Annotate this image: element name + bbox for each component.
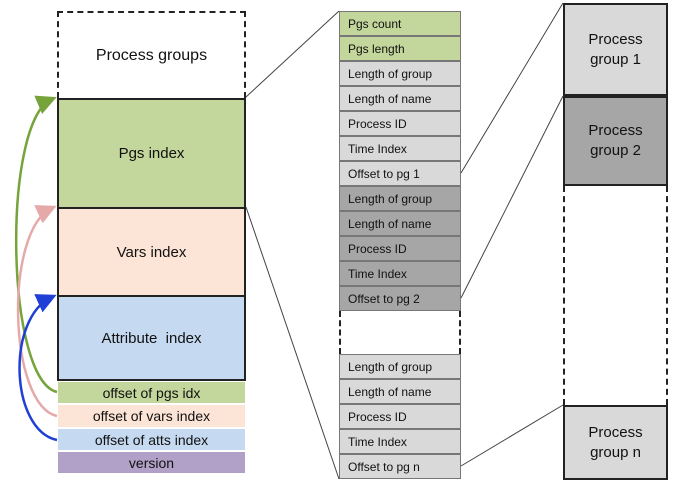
pg1-time-index-label: Time Index — [348, 141, 407, 156]
process-groups-block: Process groups — [57, 11, 246, 98]
attribute-index-label: Attribute index — [101, 329, 202, 347]
pgn-offset-label: Offset to pg n — [348, 459, 420, 474]
version-label: version — [128, 454, 175, 471]
vars-index-block: Vars index — [57, 207, 246, 295]
pgs-length-cell: Pgs length — [339, 36, 461, 61]
offset-vars-label: offset of vars index — [92, 408, 211, 424]
pgs-index-label: Pgs index — [118, 145, 185, 162]
pgn-time-index-label: Time Index — [348, 434, 407, 449]
pgn-time-index-cell: Time Index — [339, 429, 461, 454]
pgs-length-label: Pgs length — [348, 41, 405, 56]
pg2-length-of-name-cell: Length of name — [339, 211, 461, 236]
vars-index-label: Vars index — [116, 243, 187, 261]
pg1-process-id-label: Process ID — [348, 116, 407, 131]
process-group-2-line1: Process — [588, 122, 643, 139]
pgs-index-block: Pgs index — [57, 98, 246, 207]
attribute-index-block: Attribute index — [57, 295, 246, 381]
pgn-length-of-group-label: Length of group — [348, 359, 433, 374]
ellipsis-gap-block — [339, 311, 461, 354]
pgn-length-of-name-label: Length of name — [348, 384, 432, 399]
pg2-time-index-label: Time Index — [348, 266, 407, 281]
process-group-1-line1: Process — [588, 30, 643, 48]
process-group-n-line1: Process — [588, 423, 643, 441]
atts-offset-arrow — [18, 294, 58, 442]
offset-pg1-pointer — [460, 2, 564, 174]
pgs-count-cell: Pgs count — [339, 11, 461, 36]
pg1-length-of-name-cell: Length of name — [339, 86, 461, 111]
offset-atts-label: offset of atts index — [94, 431, 209, 448]
offset-pgs-block: offset of pgs idx — [57, 381, 246, 404]
offset-vars-block: offset of vars index — [57, 404, 246, 428]
pgn-offset-cell: Offset to pg n — [339, 454, 461, 479]
right-ellipsis-gap — [563, 186, 668, 405]
pg2-length-of-group-cell: Length of group — [339, 186, 461, 211]
process-group-n-block: Process group n — [563, 405, 668, 480]
pg2-offset-cell: Offset to pg 2 — [339, 286, 461, 311]
zoom-line-top — [245, 10, 340, 98]
process-group-1-line2: group 1 — [590, 50, 641, 68]
offset-atts-block: offset of atts index — [57, 428, 246, 451]
pgn-process-id-cell: Process ID — [339, 404, 461, 429]
vars-offset-arrow — [16, 205, 58, 418]
pg1-length-of-group-cell: Length of group — [339, 61, 461, 86]
pg1-length-of-name-label: Length of name — [348, 91, 432, 106]
pg2-length-of-group-label: Length of group — [348, 191, 433, 206]
pg1-time-index-cell: Time Index — [339, 136, 461, 161]
pg1-offset-label: Offset to pg 1 — [348, 166, 420, 181]
pg2-offset-label: Offset to pg 2 — [348, 291, 420, 306]
offset-pgn-pointer — [460, 404, 564, 467]
offset-pgs-label: offset of pgs idx — [102, 384, 201, 401]
pg2-time-index-cell: Time Index — [339, 261, 461, 286]
process-group-1-block: Process group 1 — [563, 3, 668, 96]
pgn-process-id-label: Process ID — [348, 409, 407, 424]
version-block: version — [57, 451, 246, 474]
process-group-n-line2: group n — [590, 443, 641, 461]
pg2-process-id-label: Process ID — [348, 241, 407, 256]
pg2-length-of-name-label: Length of name — [348, 216, 432, 231]
pg1-process-id-cell: Process ID — [339, 111, 461, 136]
pgs-count-label: Pgs count — [348, 16, 402, 31]
pgn-length-of-group-cell: Length of group — [339, 354, 461, 379]
process-group-2-block: Process group 2 — [563, 96, 668, 186]
pgn-length-of-name-cell: Length of name — [339, 379, 461, 404]
pg2-process-id-cell: Process ID — [339, 236, 461, 261]
process-group-2-line2: group 2 — [590, 142, 641, 159]
pg1-offset-cell: Offset to pg 1 — [339, 161, 461, 186]
process-groups-label: Process groups — [95, 46, 208, 64]
pgs-offset-arrow — [15, 95, 58, 394]
offset-pg2-pointer — [460, 95, 564, 299]
pg1-length-of-group-label: Length of group — [348, 66, 433, 81]
zoom-line-bottom — [245, 206, 340, 480]
